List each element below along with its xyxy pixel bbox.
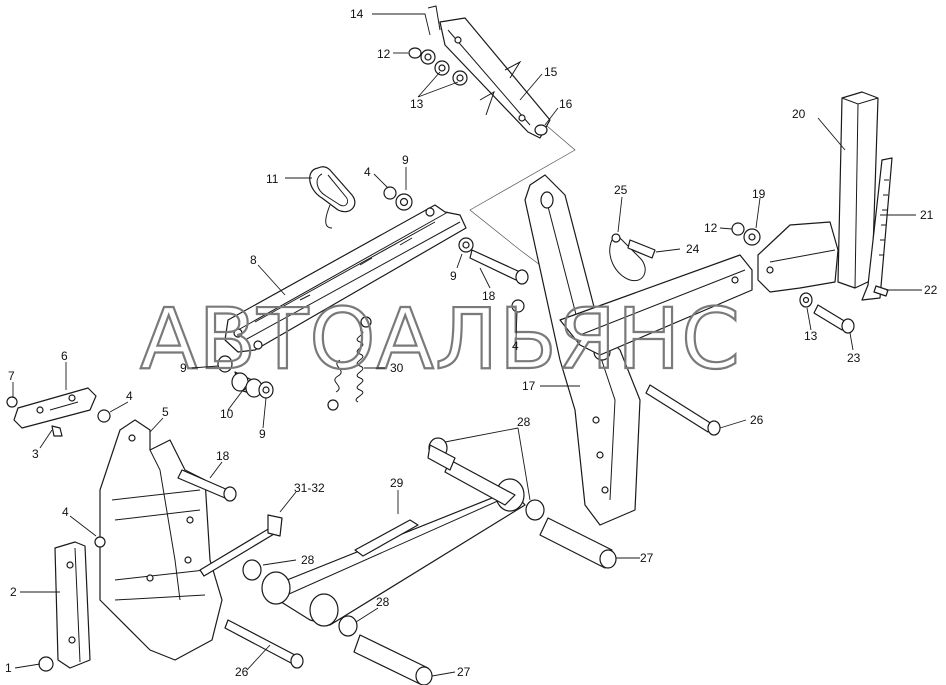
callout-label: 4 (126, 389, 133, 403)
nut-4-left (97, 409, 111, 423)
callout-label: 12 (704, 221, 718, 235)
slotted-bar (224, 204, 467, 353)
callout-label: 11 (266, 172, 279, 186)
callout-label: 12 (377, 47, 391, 61)
callout-label: 4 (62, 505, 69, 519)
callout-numbers: 14 12 13 15 16 20 11 4 9 25 19 12 24 21 … (5, 7, 938, 679)
axle-frame (261, 459, 526, 627)
callout-label: 28 (376, 595, 390, 609)
bar-nut-washer (383, 186, 474, 253)
callout-label: 27 (640, 551, 654, 565)
callout-label: 31-32 (294, 481, 325, 495)
scale-strip (861, 157, 893, 301)
watermark-text: АВТОАЛЬЯНС (140, 290, 741, 388)
callout-label: 26 (235, 665, 249, 679)
top-nut-washers (408, 47, 548, 136)
clip-25 (609, 233, 656, 282)
bushings-28 (242, 437, 545, 637)
callout-label: 5 (162, 405, 169, 419)
side-bracket (99, 419, 223, 661)
right-nut-washer (731, 222, 761, 246)
callout-label: 30 (390, 361, 404, 375)
callout-label: 29 (390, 476, 404, 490)
callout-label: 18 (216, 449, 230, 463)
nut-4-middle (511, 299, 525, 313)
callout-label: 7 (8, 369, 15, 383)
callout-label: 6 (61, 349, 68, 363)
cross-beam (559, 254, 753, 356)
leader-lines (12, 13, 922, 677)
callout-label: 21 (920, 208, 934, 222)
callout-label: 4 (512, 339, 519, 353)
callout-label: 28 (301, 553, 315, 567)
callout-label: 9 (450, 269, 457, 283)
callout-label: 8 (250, 253, 257, 267)
right-hardware (799, 285, 889, 334)
callout-label: 20 (792, 107, 806, 121)
callout-label: 3 (32, 447, 39, 461)
callout-label: 9 (259, 427, 266, 441)
callout-label: 28 (517, 415, 531, 429)
callout-label: 13 (410, 97, 424, 111)
spring (327, 316, 372, 411)
lever-plate (427, 5, 551, 139)
nut-4-lower (94, 536, 106, 548)
bolt-26-lower (224, 619, 304, 669)
tubes-27 (353, 517, 617, 685)
callout-label: 24 (686, 242, 700, 256)
callout-label: 9 (402, 153, 409, 167)
callout-label: 14 (350, 7, 364, 21)
pin-31-32 (199, 514, 283, 577)
bolt-18-lower (177, 469, 237, 502)
shackle-loop (309, 166, 356, 229)
callout-label: 16 (559, 97, 573, 111)
main-arm (524, 174, 641, 526)
callout-label: 22 (924, 283, 938, 297)
callout-label: 10 (220, 407, 234, 421)
callout-label: 18 (482, 289, 496, 303)
callout-label: 27 (457, 665, 471, 679)
callout-label: 4 (364, 165, 371, 179)
callout-label: 15 (544, 65, 558, 79)
callout-label: 19 (752, 187, 766, 201)
callout-label: 23 (847, 351, 861, 365)
callout-label: 25 (614, 183, 628, 197)
callout-label: 2 (10, 585, 17, 599)
callout-label: 17 (522, 379, 536, 393)
callout-label: 26 (750, 413, 764, 427)
callout-label: 1 (5, 661, 12, 675)
bolt-18-upper (469, 249, 529, 285)
callout-label: 9 (180, 361, 187, 375)
plate-6 (6, 387, 97, 437)
post-20 (757, 91, 879, 293)
bolt-26-right (645, 384, 721, 436)
channel-2 (38, 541, 91, 672)
callout-label: 13 (804, 329, 818, 343)
